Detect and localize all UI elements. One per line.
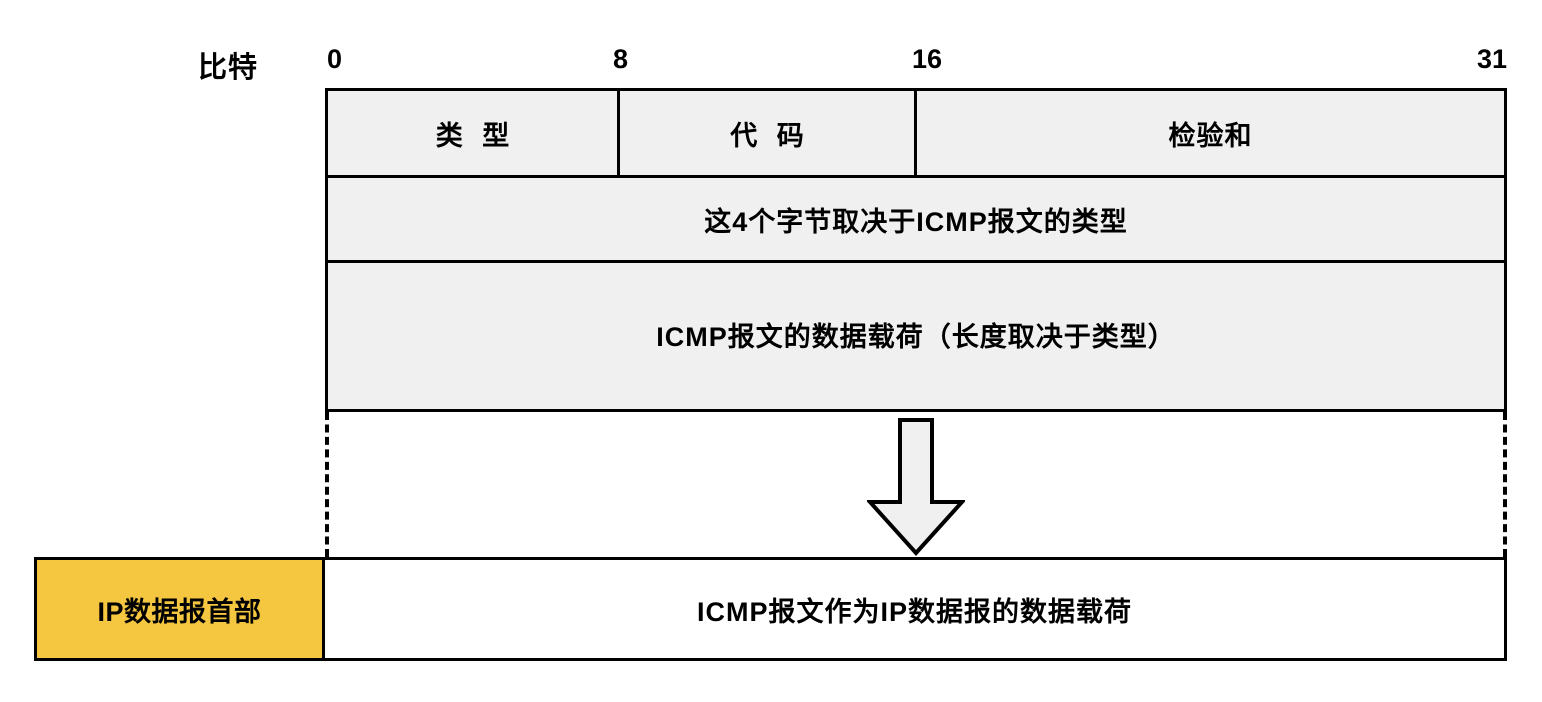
icmp-message-table: 类 型 代 码 检验和 这4个字节取决于ICMP报文的类型 ICMP报文的数据载… bbox=[325, 88, 1507, 412]
bit-tick-8: 8 bbox=[613, 44, 629, 74]
encapsulation-dashed-line-left bbox=[325, 412, 329, 557]
bit-ruler: 比特 0 8 16 31 bbox=[0, 36, 1542, 85]
ip-datagram-header-box: IP数据报首部 bbox=[34, 557, 325, 661]
icmp-header-row-1: 类 型 代 码 检验和 bbox=[328, 91, 1504, 178]
bit-tick-0: 0 bbox=[327, 44, 343, 74]
field-checksum: 检验和 bbox=[1168, 120, 1253, 151]
field-type: 类 型 bbox=[328, 91, 620, 175]
down-arrow-icon bbox=[867, 418, 965, 556]
bit-tick-16: 16 bbox=[912, 44, 943, 74]
encapsulation-dashed-line-right bbox=[1503, 412, 1507, 557]
field-code: 代 码 bbox=[620, 91, 917, 175]
bit-ruler-title: 比特 bbox=[198, 52, 259, 84]
icmp-payload-row: ICMP报文的数据载荷（长度取决于类型） bbox=[328, 263, 1504, 406]
ip-datagram-payload-box: ICMP报文作为IP数据报的数据载荷 bbox=[325, 557, 1507, 661]
encapsulation-zone bbox=[325, 412, 1507, 557]
field-icmp-payload: ICMP报文的数据载荷（长度取决于类型） bbox=[656, 322, 1176, 352]
icmp-header-row-2: 这4个字节取决于ICMP报文的类型 bbox=[328, 178, 1504, 263]
bit-tick-31: 31 bbox=[1477, 44, 1508, 74]
ip-datagram-strip: IP数据报首部 ICMP报文作为IP数据报的数据载荷 bbox=[34, 557, 1507, 661]
field-variable-four-bytes: 这4个字节取决于ICMP报文的类型 bbox=[704, 206, 1128, 237]
